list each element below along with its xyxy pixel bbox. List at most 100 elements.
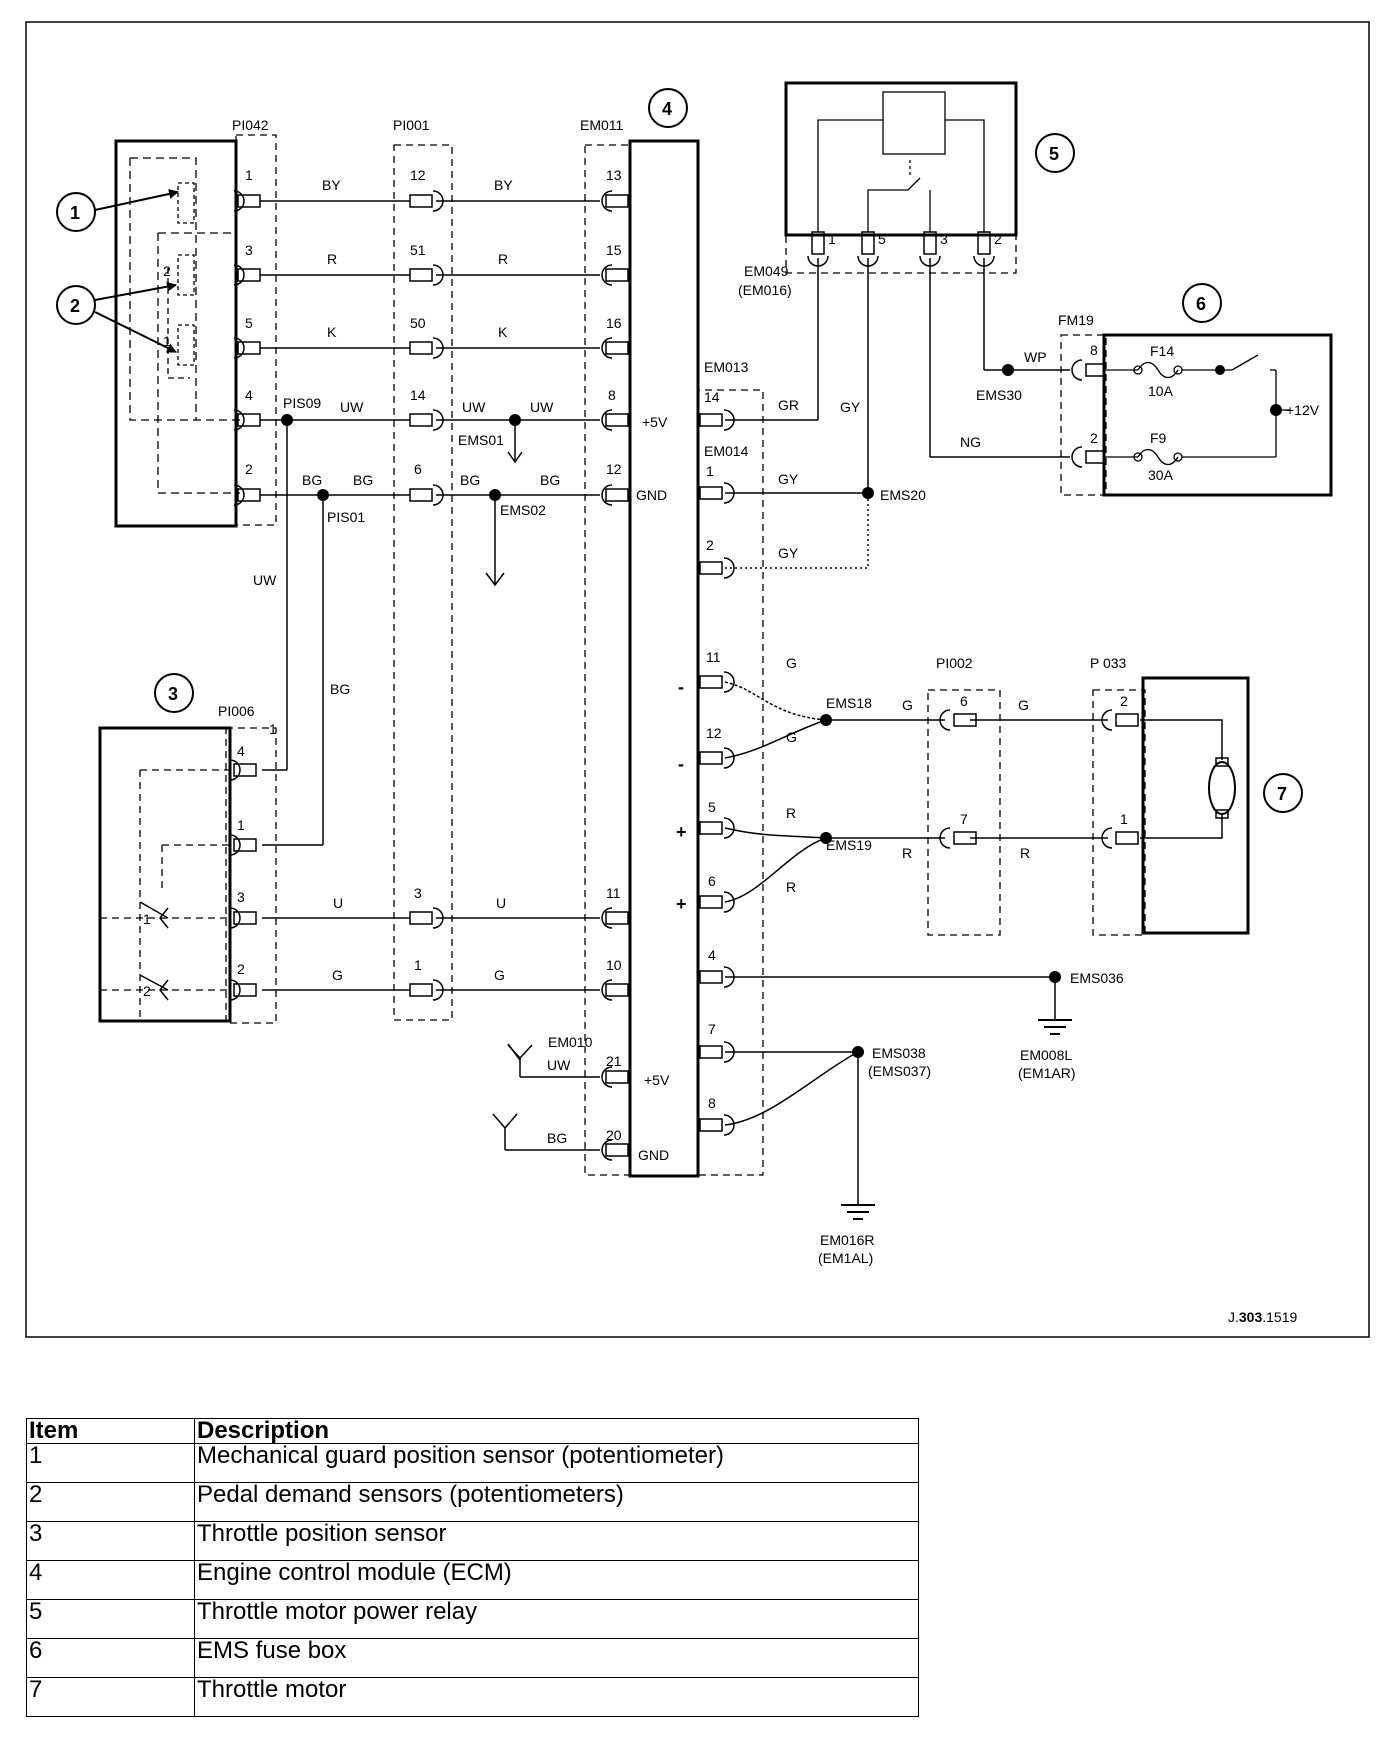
- pin-number: 6: [708, 873, 716, 889]
- pin-number: 4: [708, 947, 716, 963]
- throttle-motor: [1141, 676, 1250, 935]
- connector-pi001: PI001: [393, 117, 430, 133]
- wire-label: R: [327, 251, 337, 267]
- wire-label: G: [332, 967, 343, 983]
- wire-label: R: [902, 845, 912, 861]
- wire-label: K: [327, 324, 337, 340]
- wire-label: BG: [540, 472, 560, 488]
- pin-number: 8: [708, 1095, 716, 1111]
- callout-2-arrow: [94, 281, 177, 301]
- splice-dots: [281, 364, 1061, 1058]
- pin-number: 1: [706, 463, 714, 479]
- pin-number: 2: [706, 537, 714, 553]
- ecm-module: [628, 139, 700, 1178]
- sensor-pin-label: 2: [163, 263, 171, 279]
- wire-label: UW: [530, 399, 554, 415]
- wire-label: R: [498, 251, 508, 267]
- legend-item: 7: [26, 1677, 195, 1717]
- supply-12v: +12V: [1286, 402, 1320, 418]
- pin-number: 7: [708, 1021, 716, 1037]
- connector-pi002: PI002: [936, 655, 973, 671]
- callout-4: [648, 88, 688, 128]
- callout-2-label: 2: [70, 296, 80, 316]
- ecm-5v-label: +5V: [642, 414, 668, 430]
- pin-number: 12: [410, 167, 426, 183]
- callout-1-label: 1: [70, 203, 80, 223]
- splice-ems037: (EMS037): [868, 1063, 931, 1079]
- wire-label: GY: [840, 399, 861, 415]
- legend-description: Mechanical guard position sensor (potent…: [194, 1443, 919, 1483]
- ecm-plus-label: +: [676, 822, 687, 842]
- ecm-5v-label: +5V: [644, 1072, 670, 1088]
- pin-number: 13: [606, 167, 622, 183]
- pin-number: 3: [245, 242, 253, 258]
- callout-2: [56, 285, 96, 325]
- pin-numbers: 1 3 5 4 2 12 51 50 14 6 3 1 13 15 16 8 1…: [237, 167, 1128, 1143]
- wire-label: K: [498, 324, 508, 340]
- pin-number: 51: [410, 242, 426, 258]
- callout-7: [1263, 773, 1303, 813]
- wire-label: UW: [253, 572, 277, 588]
- pin-number: 3: [414, 885, 422, 901]
- ecm-minus-label: -: [678, 754, 684, 774]
- pin-number: 12: [706, 725, 722, 741]
- callout-3: [154, 673, 194, 713]
- legend-description: EMS fuse box: [194, 1638, 919, 1678]
- fuse-f9-rating: 30A: [1148, 467, 1174, 483]
- wire-label: BG: [460, 472, 480, 488]
- callout-6: [1182, 283, 1222, 323]
- pin-number: 1: [269, 721, 277, 737]
- pin-number: 10: [606, 957, 622, 973]
- throttle-position-sensor: [98, 726, 232, 1023]
- wire-label: U: [333, 895, 343, 911]
- connector-em049: EM049: [744, 263, 789, 279]
- wire-label: BY: [494, 177, 513, 193]
- fuse-junction: [1215, 365, 1225, 375]
- ecm-gnd-label: GND: [638, 1147, 669, 1163]
- wire-label: G: [786, 729, 797, 745]
- splice-ems02: EMS02: [500, 502, 546, 518]
- wire-label: R: [786, 879, 796, 895]
- splice-ems30: EMS30: [976, 387, 1022, 403]
- wire-label: G: [786, 655, 797, 671]
- pin-number: 2: [245, 461, 253, 477]
- pin-number: 1: [237, 817, 245, 833]
- pin-number: 2: [1120, 693, 1128, 709]
- connector-fm19: FM19: [1058, 312, 1094, 328]
- pedal-sensor-assembly: [114, 139, 240, 528]
- ground-em1al: (EM1AL): [818, 1250, 873, 1266]
- splice-ems01: EMS01: [458, 432, 504, 448]
- fuse-f9: F9: [1150, 430, 1167, 446]
- legend-header-description: Description: [194, 1418, 919, 1444]
- legend-header-row: Item Description: [26, 1418, 919, 1444]
- callout-2-arrow: [94, 311, 177, 353]
- pin-number: 3: [237, 889, 245, 905]
- callout-4-label: 4: [662, 99, 672, 119]
- pin-number: 4: [237, 743, 245, 759]
- wire-label: GY: [778, 471, 799, 487]
- connector-pi042: PI042: [232, 117, 269, 133]
- connector-em016: (EM016): [738, 282, 792, 298]
- wire-label: UW: [340, 399, 364, 415]
- pin-number: 16: [606, 315, 622, 331]
- legend-description: Engine control module (ECM): [194, 1560, 919, 1600]
- pin-number: 2: [1090, 430, 1098, 446]
- wire-label: BG: [547, 1130, 567, 1146]
- pin-number: 11: [606, 885, 621, 901]
- legend-description: Pedal demand sensors (potentiometers): [194, 1482, 919, 1522]
- splice-ems19: EMS19: [826, 837, 872, 853]
- wire-label: R: [786, 805, 796, 821]
- wiring-diagram: 2 1 1 2 PI042 PI001 EM011 EM049 (EM016) …: [25, 21, 1370, 1338]
- pin-number: 8: [1090, 342, 1098, 358]
- splice-pis09: PIS09: [283, 395, 321, 411]
- fuse-box-internal: [1104, 354, 1290, 466]
- pin-number: 11: [706, 649, 721, 665]
- callout-5-label: 5: [1049, 144, 1059, 164]
- wire-label: BG: [353, 472, 373, 488]
- legend-item: 4: [26, 1560, 195, 1600]
- splice-pis01: PIS01: [327, 509, 365, 525]
